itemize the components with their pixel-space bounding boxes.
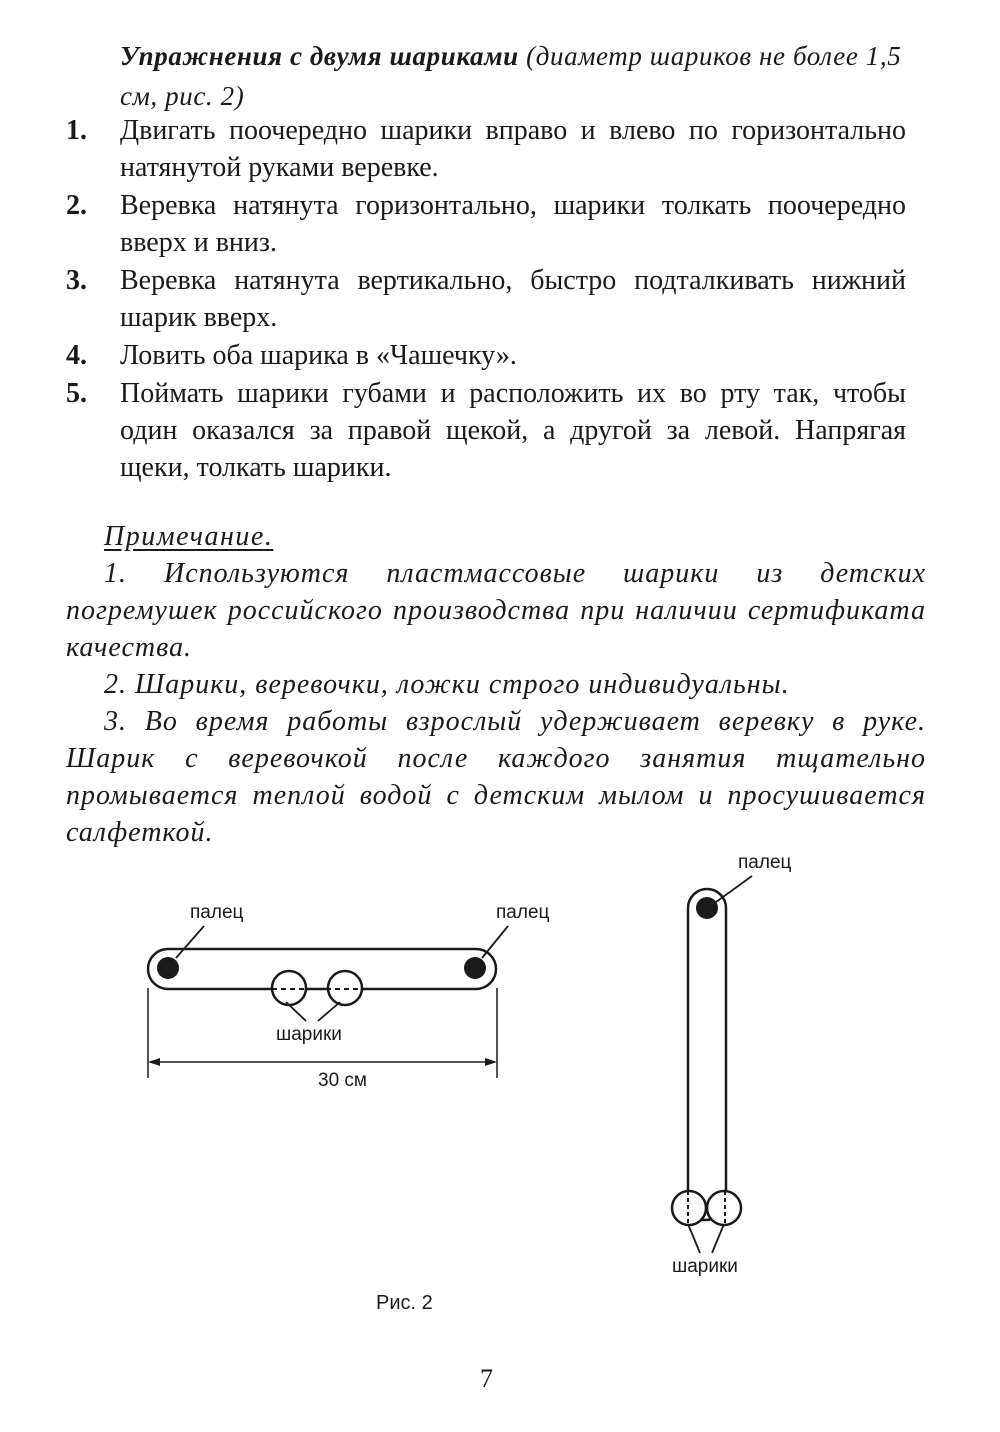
note-title: Примечание. — [104, 521, 274, 552]
balls-pointer-left — [285, 1001, 307, 1022]
exercise-text: Веревка натянута вертикально, быстро под… — [120, 265, 906, 333]
vertical-rope-loop — [686, 887, 728, 1210]
dimension-arrow-left — [148, 1058, 160, 1066]
figure-2: палец палец шарики 30 см пал — [0, 840, 1000, 1360]
horizontal-rope-loop — [146, 947, 498, 991]
length-label: 30 см — [318, 1070, 367, 1091]
exercise-text: Поймать шарики губами и расположить их в… — [120, 378, 906, 483]
figure-caption: Рис. 2 — [376, 1292, 433, 1314]
exercise-list: 1. Двигать поочередно шарики вправо и вл… — [66, 112, 926, 487]
note-item: 3. Во время работы взрослый удерживает в… — [66, 706, 926, 848]
exercise-item: 5. Поймать шарики губами и расположить и… — [66, 375, 926, 486]
dimension-arrow-right — [485, 1058, 497, 1066]
exercise-item: 2. Веревка натянута горизонтально, шарик… — [66, 187, 926, 261]
balls-pointer-vertical-left — [687, 1223, 701, 1254]
top-finger-dot — [696, 897, 718, 919]
note-item: 2. Шарики, веревочки, ложки строго индив… — [104, 669, 790, 700]
note-block: Примечание. 1. Используются пластмассовы… — [66, 518, 926, 851]
finger-label-top: палец — [738, 852, 792, 873]
exercise-item: 4. Ловить оба шарика в «Чашечку». — [66, 337, 926, 374]
finger-pointer-left — [175, 925, 205, 959]
finger-label-left: палец — [190, 902, 244, 923]
section-heading-bold: Упражнения с двумя шариками — [120, 41, 519, 71]
exercise-item: 3. Веревка натянута вертикально, быстро … — [66, 262, 926, 336]
exercise-number: 2. — [66, 190, 87, 221]
note-item: 1. Используются пластмассовые шарики из … — [66, 558, 926, 663]
section-heading-rest: (диаметр шариков не более 1,5 см, рис. 2… — [120, 41, 902, 111]
finger-label-right: палец — [496, 902, 550, 923]
exercise-text: Веревка натянута горизонтально, шарики т… — [120, 190, 906, 258]
finger-pointer-top — [715, 875, 753, 903]
exercise-number: 1. — [66, 115, 87, 146]
right-finger-dot — [464, 957, 486, 979]
exercise-item: 1. Двигать поочередно шарики вправо и вл… — [66, 112, 926, 186]
balls-label-horizontal: шарики — [276, 1024, 342, 1045]
exercise-number: 5. — [66, 378, 87, 409]
figure-2-drawing: палец палец шарики 30 см пал — [146, 852, 792, 1277]
finger-pointer-right — [481, 925, 509, 959]
balls-pointer-right — [317, 1001, 341, 1022]
exercise-number: 3. — [66, 265, 87, 296]
section-heading: Упражнения с двумя шариками (диаметр шар… — [120, 36, 920, 116]
exercise-text: Двигать поочередно шарики вправо и влево… — [120, 115, 906, 183]
exercise-number: 4. — [66, 340, 87, 371]
balls-pointer-vertical-right — [711, 1223, 725, 1254]
page-number: 7 — [480, 1364, 493, 1393]
exercise-text: Ловить оба шарика в «Чашечку». — [120, 340, 517, 371]
balls-label-vertical: шарики — [672, 1256, 738, 1277]
left-finger-dot — [157, 957, 179, 979]
